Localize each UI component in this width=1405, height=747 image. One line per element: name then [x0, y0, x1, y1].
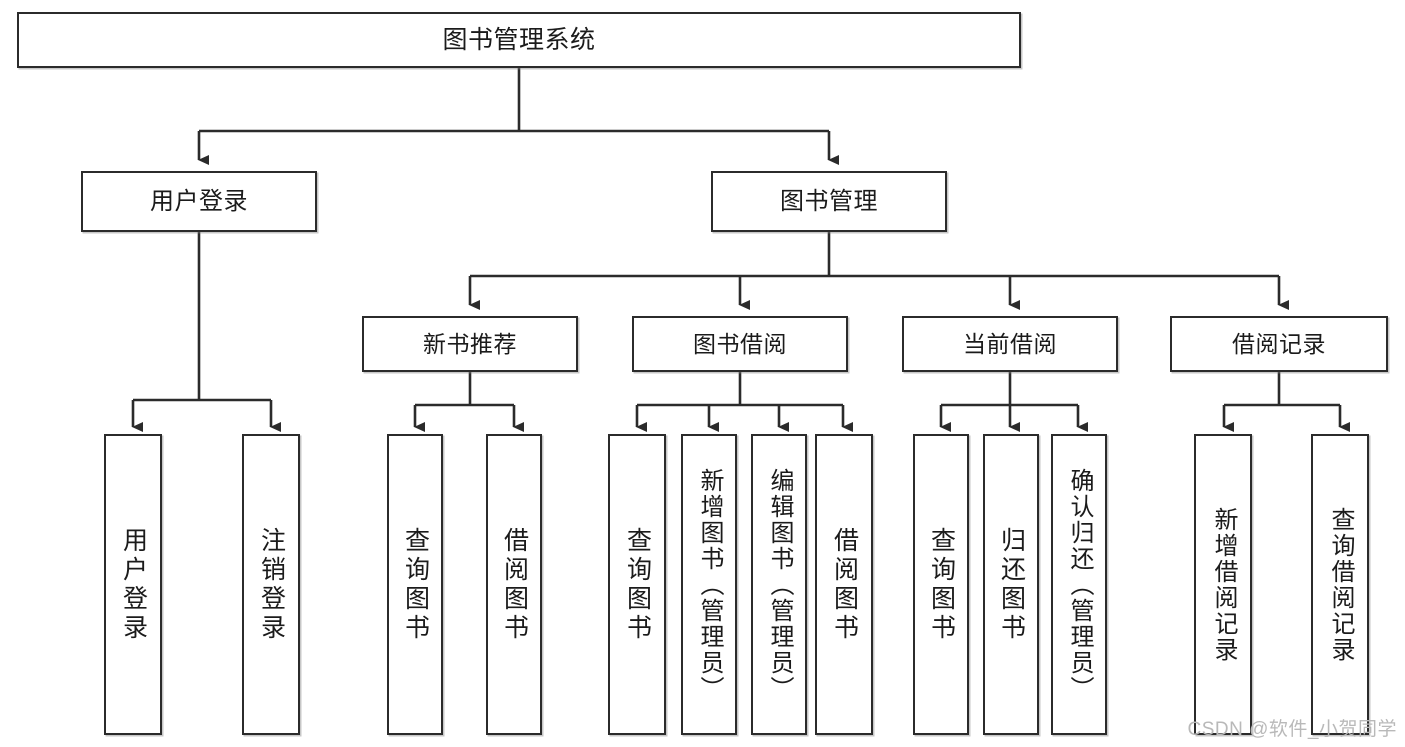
node-label: 用户登录	[150, 187, 248, 215]
node-book-borrow[interactable]: 图书借阅	[632, 316, 848, 372]
leaf-edit-book-admin[interactable]: 编辑图书（管理员）	[751, 434, 807, 735]
leaf-user-login[interactable]: 用户登录	[104, 434, 162, 735]
node-label: 归还图书	[997, 526, 1026, 643]
leaf-add-book-admin[interactable]: 新增图书（管理员）	[681, 434, 737, 735]
node-label: 用户登录	[119, 526, 148, 643]
node-user-login[interactable]: 用户登录	[81, 171, 317, 232]
node-borrow-record[interactable]: 借阅记录	[1170, 316, 1388, 372]
node-label: 借阅图书	[830, 526, 859, 643]
leaf-query-book-current[interactable]: 查询图书	[913, 434, 969, 735]
watermark-text: CSDN @软件_小贺同学	[1187, 719, 1397, 740]
node-label: 图书管理	[780, 187, 878, 215]
leaf-confirm-return-admin[interactable]: 确认归还（管理员）	[1051, 434, 1107, 735]
leaf-return-book[interactable]: 归还图书	[983, 434, 1039, 735]
node-label: 注销登录	[257, 526, 286, 643]
node-label: 借阅图书	[500, 526, 529, 643]
node-label: 新增图书（管理员）	[696, 467, 723, 702]
leaf-query-borrow-record[interactable]: 查询借阅记录	[1311, 434, 1369, 735]
node-label: 新书推荐	[423, 330, 517, 357]
leaf-logout-login[interactable]: 注销登录	[242, 434, 300, 735]
node-root-system[interactable]: 图书管理系统	[17, 12, 1021, 68]
leaf-borrow-book[interactable]: 借阅图书	[815, 434, 873, 735]
node-label: 当前借阅	[963, 330, 1057, 357]
node-book-management[interactable]: 图书管理	[711, 171, 947, 232]
node-label: 借阅记录	[1232, 330, 1326, 357]
node-label: 查询图书	[401, 526, 430, 643]
node-new-book-recommend[interactable]: 新书推荐	[362, 316, 578, 372]
leaf-borrow-book-recommend[interactable]: 借阅图书	[486, 434, 542, 735]
node-label: 编辑图书（管理员）	[766, 467, 793, 702]
node-label: 图书管理系统	[442, 25, 596, 54]
node-label: 图书借阅	[693, 330, 787, 357]
node-label: 查询借阅记录	[1327, 506, 1354, 663]
node-label: 查询图书	[623, 526, 652, 643]
leaf-query-book-borrow[interactable]: 查询图书	[608, 434, 666, 735]
node-label: 确认归还（管理员）	[1066, 467, 1093, 702]
node-label: 新增借阅记录	[1210, 506, 1237, 663]
node-label: 查询图书	[927, 526, 956, 643]
leaf-add-borrow-record[interactable]: 新增借阅记录	[1194, 434, 1252, 735]
node-current-borrow[interactable]: 当前借阅	[902, 316, 1118, 372]
leaf-query-book-recommend[interactable]: 查询图书	[387, 434, 443, 735]
